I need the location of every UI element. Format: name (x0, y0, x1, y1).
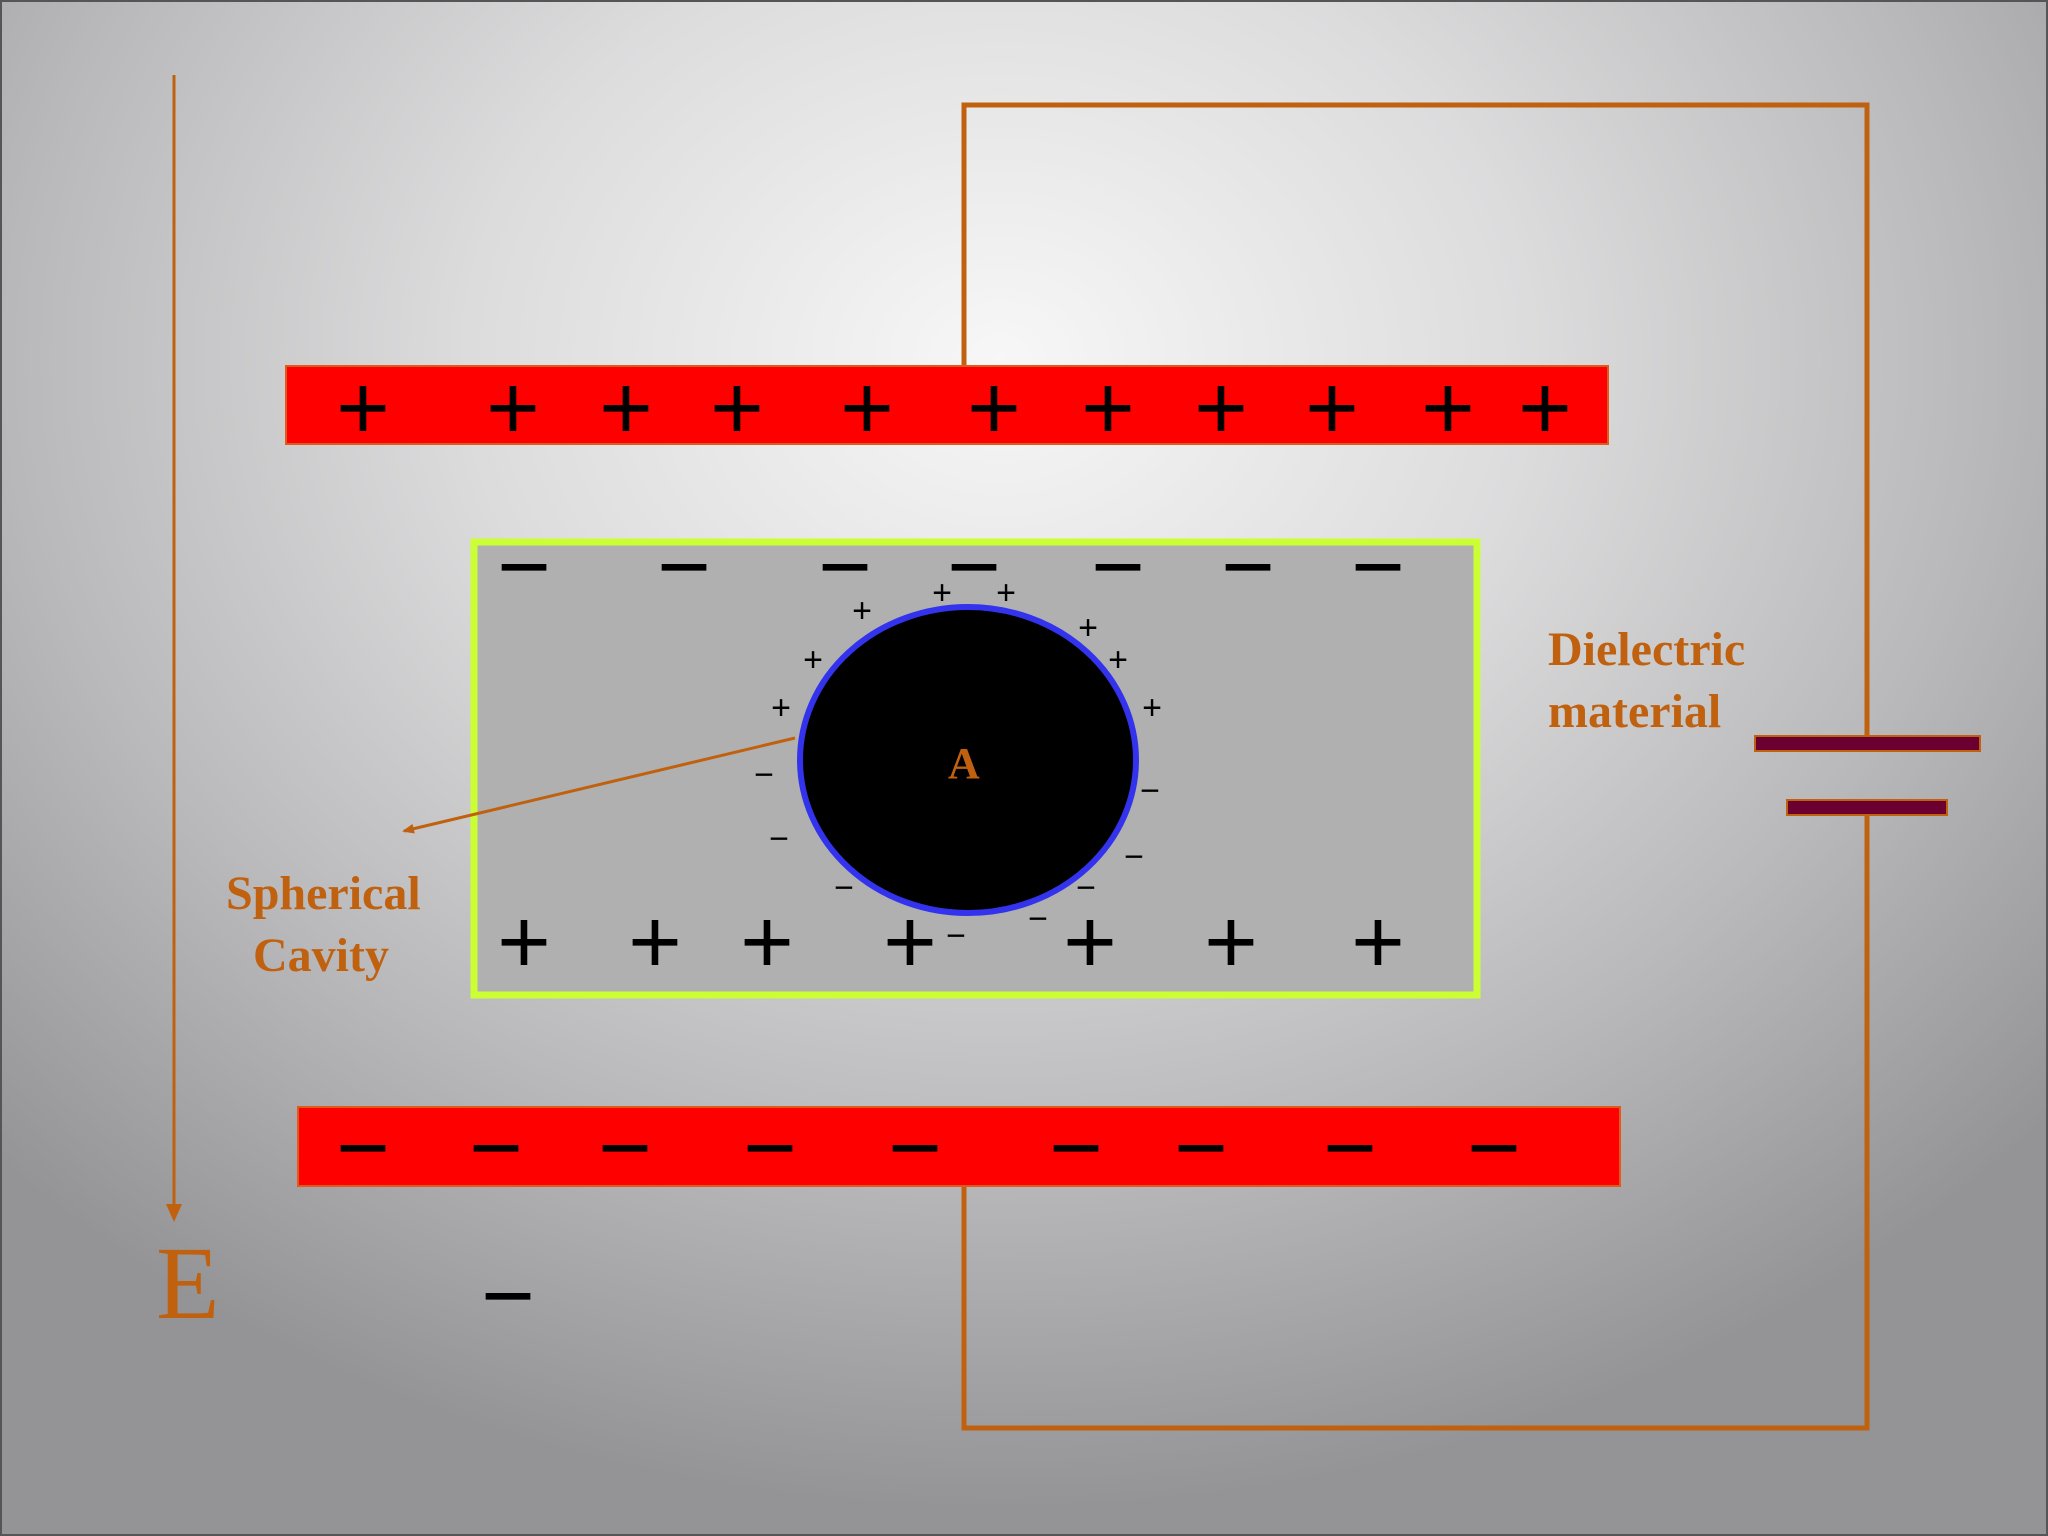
plate-plus-sign: + (1518, 357, 1572, 459)
dielectric-minus-sign: − (1091, 516, 1145, 618)
plate-minus-sign: − (469, 1097, 523, 1199)
plate-minus-sign: − (336, 1097, 390, 1199)
dielectric-plus-sign: + (1351, 891, 1405, 993)
cavity-minus-sign: − (1076, 869, 1096, 907)
spherical-cavity (797, 604, 1139, 916)
cavity-minus-sign: − (769, 820, 789, 858)
dielectric-plus-sign: + (1063, 891, 1117, 993)
dielectric-minus-sign: − (1351, 516, 1405, 618)
plate-minus-sign: − (743, 1097, 797, 1199)
cavity-plus-sign: + (1108, 641, 1128, 679)
plate-minus-sign: − (1323, 1097, 1377, 1199)
cavity-pointer-arrow (402, 736, 796, 834)
plate-plus-sign: + (710, 357, 764, 459)
plate-minus-sign: − (1467, 1097, 1521, 1199)
cavity-label-line1: Spherical (226, 867, 421, 920)
positive-plate (285, 365, 1609, 445)
battery-short-plate (1786, 799, 1948, 816)
cavity-label-line2: Cavity (253, 929, 389, 982)
plate-plus-sign: + (967, 357, 1021, 459)
cavity-plus-sign: + (771, 689, 791, 727)
dielectric-minus-sign: − (497, 516, 551, 618)
stray-minus-sign: − (481, 1245, 535, 1347)
plate-plus-sign: + (1421, 357, 1475, 459)
cavity-plus-sign: + (1078, 609, 1098, 647)
dielectric-plus-sign: + (740, 891, 794, 993)
cavity-minus-sign: − (946, 917, 966, 955)
plate-plus-sign: + (1194, 357, 1248, 459)
plate-plus-sign: + (336, 357, 390, 459)
dielectric-label-line2: material (1548, 685, 1722, 738)
top-wire (961, 102, 1870, 738)
cavity-plus-sign: + (996, 574, 1016, 612)
plate-plus-sign: + (1305, 357, 1359, 459)
cavity-plus-sign: + (1142, 689, 1162, 727)
dielectric-plus-sign: + (883, 891, 937, 993)
plate-plus-sign: + (840, 357, 894, 459)
dielectric-minus-sign: − (657, 516, 711, 618)
cavity-plus-sign: + (803, 641, 823, 679)
dielectric-plus-sign: + (628, 891, 682, 993)
field-label: E (156, 1226, 220, 1341)
cavity-plus-sign: + (852, 592, 872, 630)
point-a-label: A (948, 739, 980, 788)
cavity-minus-sign: − (1124, 838, 1144, 876)
cavity-minus-sign: − (834, 869, 854, 907)
plate-minus-sign: − (1174, 1097, 1228, 1199)
cavity-minus-sign: − (754, 756, 774, 794)
battery (1754, 735, 1981, 816)
dielectric-label-line1: Dielectric (1548, 623, 1746, 676)
dielectric-minus-sign: − (1221, 516, 1275, 618)
dielectric-minus-sign: − (947, 516, 1001, 618)
charge-signs: +++++++++++−−−−−−−−−−−−−−−−+++++++++++++… (336, 357, 1572, 1347)
dielectric-plus-sign: + (497, 891, 551, 993)
plate-minus-sign: − (888, 1097, 942, 1199)
field-arrow-head (166, 1204, 182, 1222)
negative-plate (297, 1106, 1621, 1187)
plate-minus-sign: − (598, 1097, 652, 1199)
bottom-wire (961, 812, 1870, 1431)
circuit-wires (961, 102, 1870, 1431)
dielectric-minus-sign: − (818, 516, 872, 618)
battery-long-plate (1754, 735, 1981, 752)
cavity-minus-sign: − (1028, 900, 1048, 938)
plate-minus-sign: − (1049, 1097, 1103, 1199)
cavity-minus-sign: − (1140, 772, 1160, 810)
plate-plus-sign: + (486, 357, 540, 459)
dielectric-plus-sign: + (1204, 891, 1258, 993)
cavity-plus-sign: + (932, 574, 952, 612)
plate-plus-sign: + (599, 357, 653, 459)
plate-plus-sign: + (1081, 357, 1135, 459)
